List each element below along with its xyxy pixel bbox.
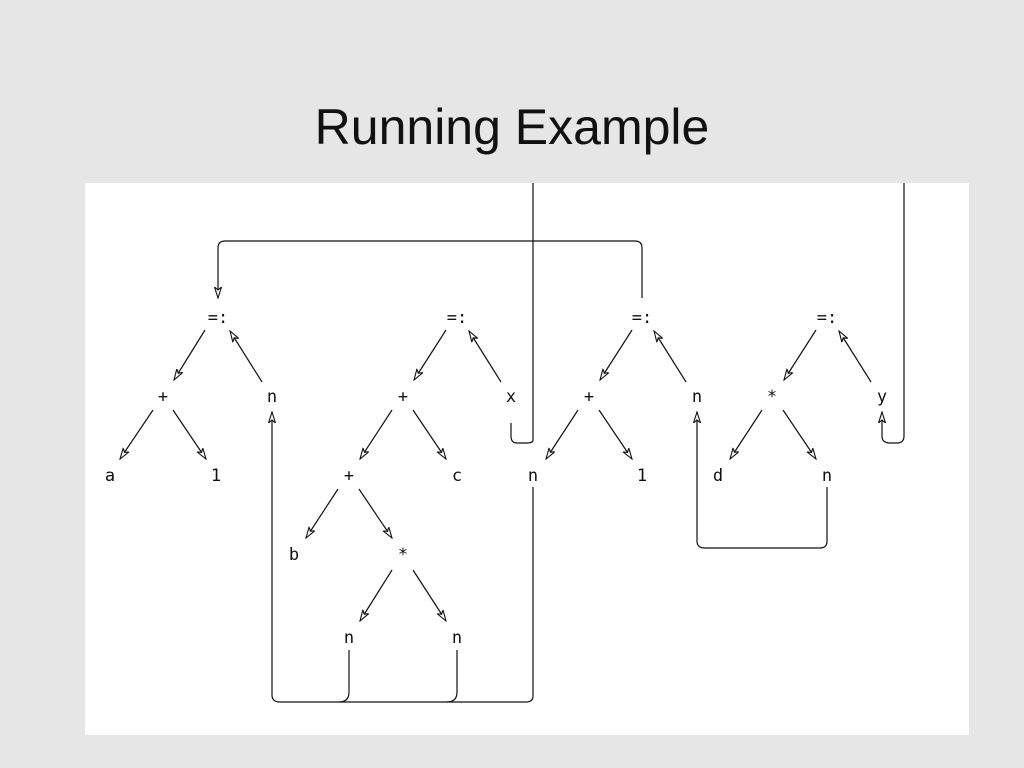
diagram-panel xyxy=(85,183,969,735)
slide-title: Running Example xyxy=(314,99,710,155)
